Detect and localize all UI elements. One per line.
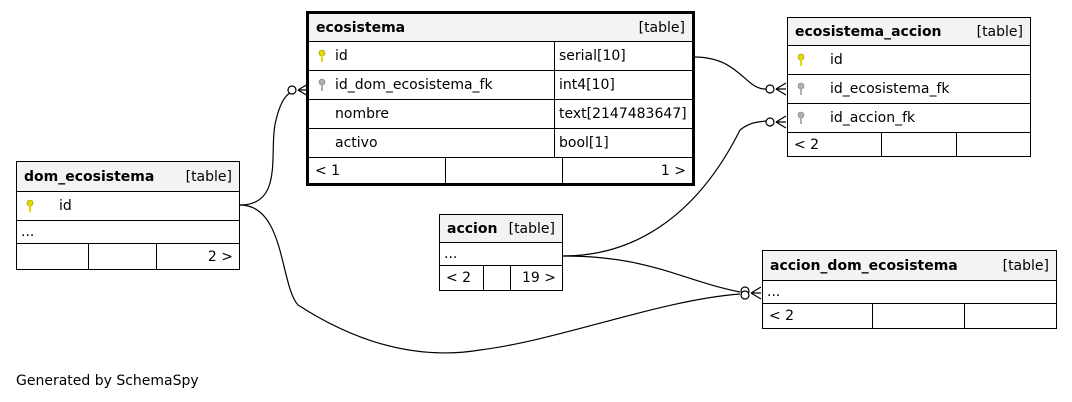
- column-name: nombre: [335, 106, 390, 122]
- footer-cell: [956, 133, 1030, 156]
- table-ecosistema-accion[interactable]: ecosistema_accion [table] id id_ecosiste…: [787, 17, 1031, 157]
- optional-circle: [740, 290, 750, 300]
- table-footer: < 2: [763, 304, 1056, 328]
- parents-count[interactable]: < 1: [315, 162, 341, 179]
- footer-cell: [964, 304, 1056, 328]
- ellipsis-text: ...: [21, 224, 35, 240]
- edge-dom-ecosistema-to-ecosistema: [239, 89, 297, 206]
- column-row: id serial[10]: [309, 42, 692, 71]
- table-name: ecosistema: [316, 19, 406, 36]
- column-row: id_ecosistema_fk: [788, 75, 1030, 104]
- ellipsis-text: ...: [767, 284, 781, 300]
- table-header: ecosistema [table]: [309, 14, 692, 42]
- footer-cell: [872, 304, 964, 328]
- table-name: ecosistema_accion: [795, 23, 942, 40]
- column-name: id: [830, 52, 843, 68]
- primary-key-icon: [17, 199, 43, 213]
- table-accion-dom-ecosistema[interactable]: accion_dom_ecosistema [table] ... < 2: [762, 250, 1057, 329]
- primary-key-icon: [309, 49, 335, 63]
- crowfoot-icon: [775, 82, 787, 96]
- column-name: id_accion_fk: [830, 110, 916, 126]
- more-columns: ...: [440, 243, 562, 266]
- optional-circle: [765, 117, 775, 127]
- parents-count[interactable]: < 2: [794, 136, 820, 153]
- crowfoot-icon: [775, 115, 787, 129]
- foreign-key-icon: [788, 111, 814, 125]
- table-footer: 2 >: [17, 244, 239, 269]
- optional-circle: [287, 85, 297, 95]
- column-name: id_ecosistema_fk: [830, 81, 950, 97]
- column-type: int4[10]: [559, 77, 615, 93]
- table-accion[interactable]: accion [table] ... < 2 19 >: [439, 214, 563, 291]
- ellipsis-text: ...: [444, 246, 458, 262]
- column-type: serial[10]: [559, 48, 626, 64]
- table-header: accion_dom_ecosistema [table]: [763, 251, 1056, 281]
- column-row: id_dom_ecosistema_fk int4[10]: [309, 71, 692, 100]
- table-kind: [table]: [976, 23, 1023, 40]
- table-footer: < 2: [788, 133, 1030, 156]
- primary-key-icon: [788, 53, 814, 67]
- table-dom-ecosistema[interactable]: dom_ecosistema [table] id ... 2 >: [16, 161, 240, 270]
- table-header: dom_ecosistema [table]: [17, 162, 239, 192]
- table-name: accion_dom_ecosistema: [770, 257, 958, 274]
- children-count[interactable]: 2 >: [156, 244, 239, 269]
- optional-circle: [765, 84, 775, 94]
- column-name: id: [59, 198, 72, 214]
- column-type: text[2147483647]: [559, 106, 687, 122]
- children-count[interactable]: 1 >: [562, 158, 692, 183]
- footer-cell: [17, 244, 88, 269]
- column-row: nombre text[2147483647]: [309, 100, 692, 129]
- foreign-key-icon: [788, 82, 814, 96]
- crowfoot-icon: [750, 286, 762, 300]
- edge-dom-ecosistema-to-accion-dom-ecosistema: [239, 204, 741, 354]
- footer-cell: [881, 133, 956, 156]
- footer-cell: [483, 266, 510, 290]
- table-kind: [table]: [508, 220, 555, 237]
- column-row: id: [17, 192, 239, 221]
- column-name: activo: [335, 135, 378, 151]
- column-row: activo bool[1]: [309, 129, 692, 158]
- parents-count[interactable]: < 2: [446, 270, 472, 286]
- table-kind: [table]: [1002, 257, 1049, 274]
- column-type: bool[1]: [559, 135, 609, 151]
- edge-accion-to-ecosistema-accion: [562, 120, 767, 257]
- foreign-key-icon: [309, 78, 335, 92]
- table-footer: < 2 19 >: [440, 266, 562, 290]
- column-name: id_dom_ecosistema_fk: [335, 77, 493, 93]
- generated-by-label: Generated by SchemaSpy: [16, 373, 199, 389]
- table-ecosistema[interactable]: ecosistema [table] id serial[10] id_dom_…: [306, 11, 695, 186]
- parents-count[interactable]: < 2: [769, 308, 795, 324]
- more-columns: ...: [17, 221, 239, 244]
- footer-cell: [445, 158, 562, 183]
- table-name: dom_ecosistema: [24, 168, 155, 185]
- more-columns: ...: [763, 281, 1056, 304]
- table-header: accion [table]: [440, 215, 562, 243]
- column-row: id_accion_fk: [788, 104, 1030, 133]
- table-name: accion: [447, 220, 498, 237]
- table-header: ecosistema_accion [table]: [788, 18, 1030, 46]
- column-row: id: [788, 46, 1030, 75]
- column-name: id: [335, 48, 348, 64]
- footer-cell: [88, 244, 156, 269]
- table-footer: < 1 1 >: [309, 158, 692, 183]
- table-kind: [table]: [638, 19, 685, 36]
- table-kind: [table]: [185, 168, 232, 185]
- edge-accion-to-accion-dom-ecosistema: [562, 255, 741, 293]
- children-count[interactable]: 19 >: [510, 266, 562, 290]
- edge-ecosistema-to-ecosistema-accion: [693, 56, 767, 90]
